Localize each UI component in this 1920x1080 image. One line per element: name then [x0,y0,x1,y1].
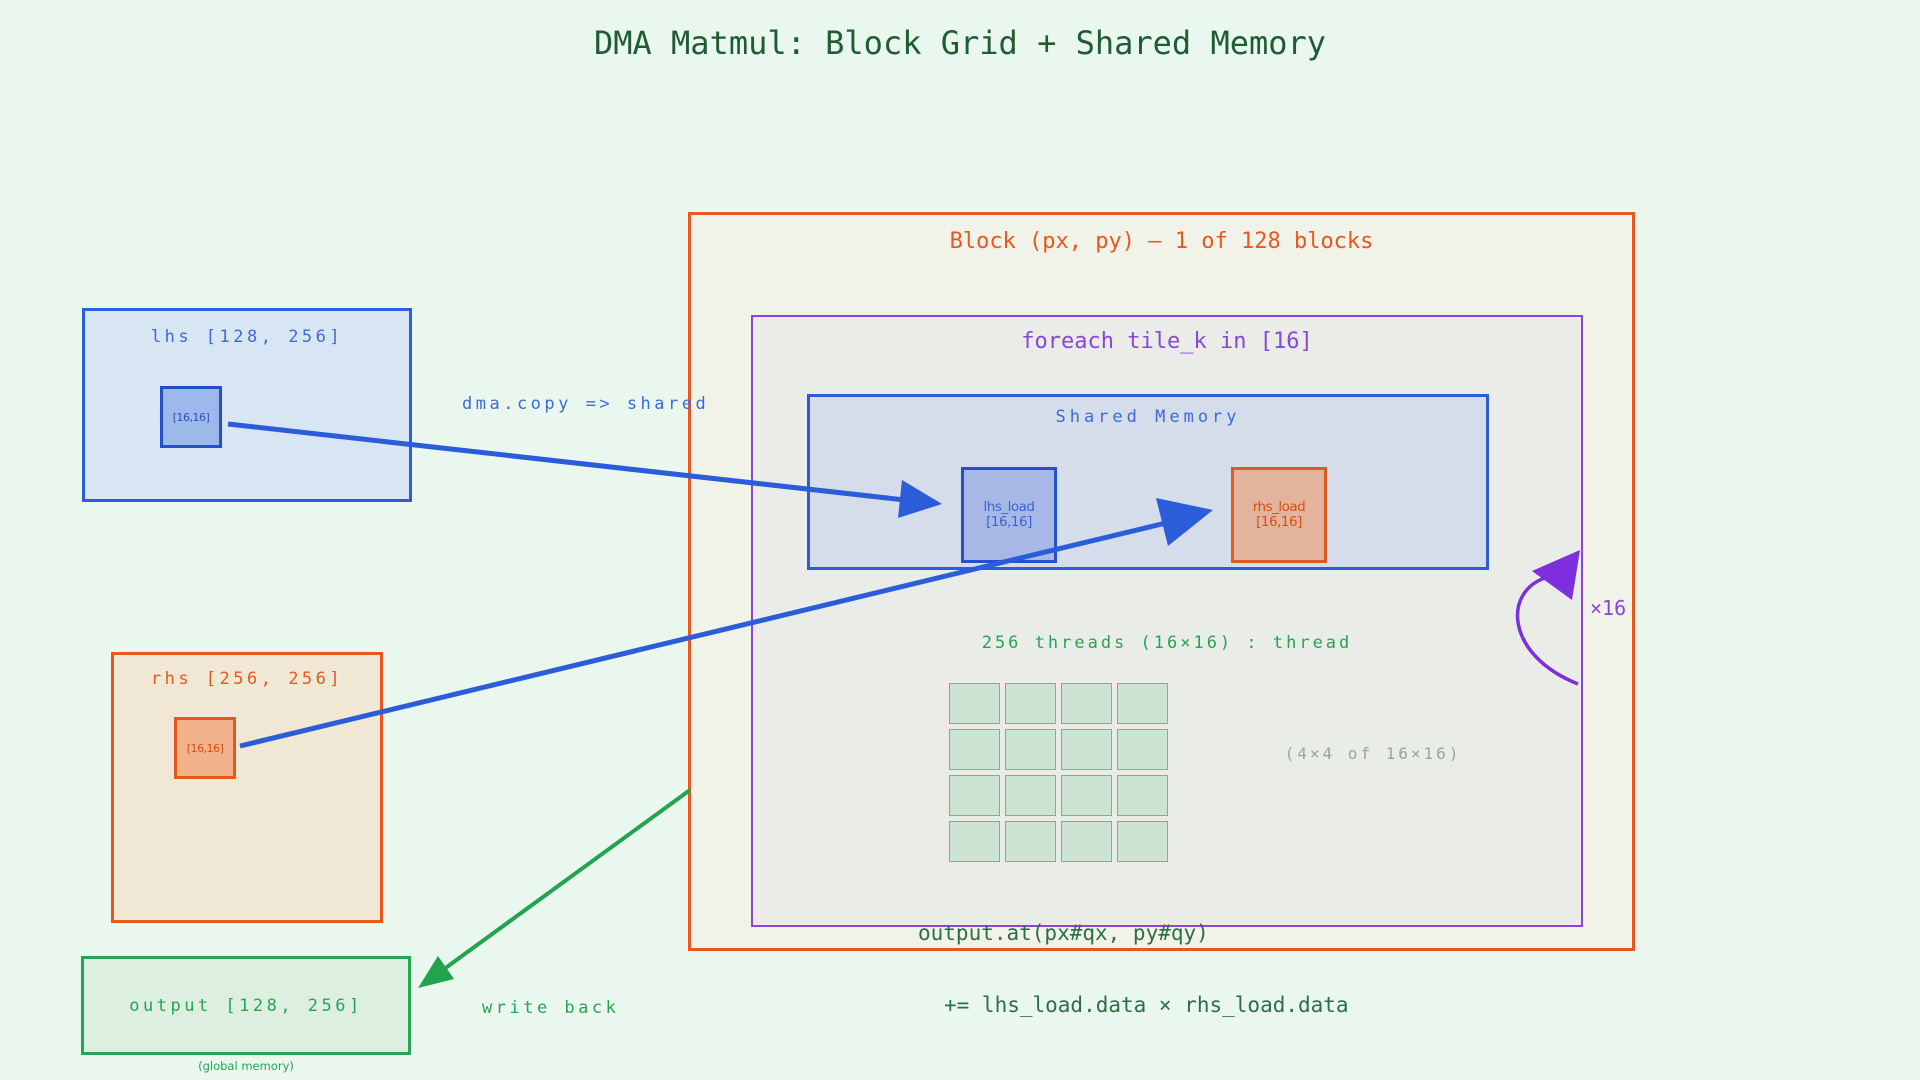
lhs-tensor-box: lhs [128, 256] [16,16] [82,308,412,502]
rhs-tile-box: [16,16] [174,717,236,779]
shared-memory-box: Shared Memory lhs_load [16,16] rhs_load … [807,394,1489,570]
thread-cell [949,775,1000,816]
write-back-arrowhead [418,956,454,988]
lhs-tensor-label: lhs [128, 256] [150,327,344,347]
compute-line-2: += lhs_load.data × rhs_load.data [944,993,1349,1017]
lhs-load-name: lhs_load [983,499,1035,515]
rhs-tensor-label: rhs [256, 256] [150,669,344,689]
thread-cell [1117,821,1168,862]
thread-cell [1005,821,1056,862]
thread-cell [1005,683,1056,724]
block-title: Block (px, py) — 1 of 128 blocks [949,229,1374,254]
rhs-tensor-box: rhs [256, 256] [16,16] [111,652,383,923]
rhs-tile-label: [16,16] [186,741,224,755]
shared-memory-title: Shared Memory [1055,407,1241,427]
output-tensor-label: output [128, 256] [129,995,363,1016]
thread-grid-row [949,683,1168,724]
thread-cell [1061,683,1112,724]
thread-grid [949,683,1168,862]
rhs-load-name: rhs_load [1252,499,1306,515]
lhs-tile-label: [16,16] [172,410,210,424]
thread-grid-row [949,729,1168,770]
lhs-load-dims: [16,16] [986,514,1032,530]
rhs-load-dims: [16,16] [1256,514,1302,530]
block-box: Block (px, py) — 1 of 128 blocks foreach… [688,212,1635,1017]
thread-cell [949,821,1000,862]
thread-cell [949,683,1000,724]
write-back-label: write back [482,998,620,1018]
lhs-tile-box: [16,16] [160,386,222,448]
loop-count-label: ×16 [1590,596,1627,620]
global-memory-note: (global memory) [198,1059,294,1073]
thread-cell [1061,729,1112,770]
output-tensor-box: output [128, 256] [81,956,411,1055]
compute-expression: output.at(px#qx, py#qy) += lhs_load.data… [918,873,1349,1065]
thread-cell [1061,821,1112,862]
thread-grid-row [949,821,1168,862]
compute-line-1: output.at(px#qx, py#qy) [918,921,1209,945]
lhs-load-box: lhs_load [16,16] [961,467,1057,563]
thread-cell [1005,775,1056,816]
tile-loop-box: foreach tile_k in [16] Shared Memory lhs… [751,315,1583,1017]
thread-cell [949,729,1000,770]
thread-cell [1117,729,1168,770]
dma-copy-label: dma.copy => shared [462,394,710,414]
page-title: DMA Matmul: Block Grid + Shared Memory [593,24,1327,62]
rhs-load-box: rhs_load [16,16] [1231,467,1327,563]
thread-grid-row [949,775,1168,816]
thread-cell [1117,683,1168,724]
thread-grid-note: (4×4 of 16×16) [1284,744,1462,763]
write-back-arrow [418,788,692,988]
tile-loop-title: foreach tile_k in [16] [1021,329,1313,354]
threads-label: 256 threads (16×16) : thread [981,633,1353,653]
thread-cell [1117,775,1168,816]
thread-cell [1005,729,1056,770]
thread-cell [1061,775,1112,816]
